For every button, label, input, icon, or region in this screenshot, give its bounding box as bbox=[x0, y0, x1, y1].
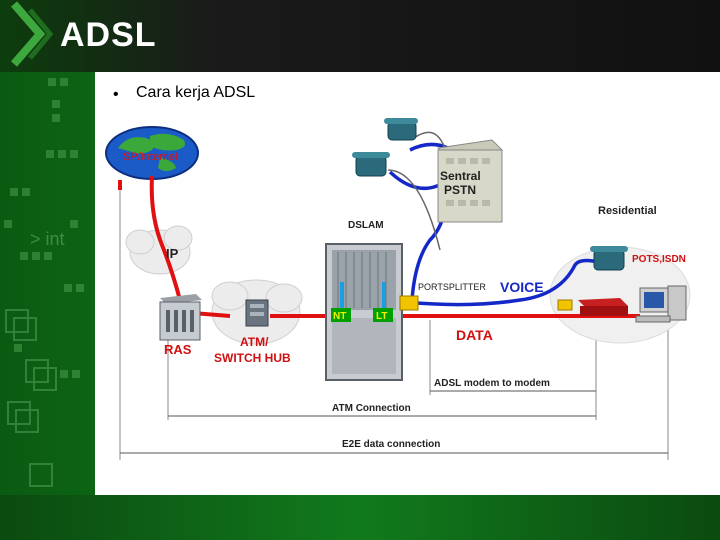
label-e2e-span: E2E data connection bbox=[342, 439, 440, 450]
svg-text:> int: > int bbox=[30, 229, 65, 249]
label-voice: VOICE bbox=[500, 279, 544, 295]
label-sentral-2: PSTN bbox=[444, 183, 476, 197]
decorative-pattern: > int bbox=[4, 78, 84, 487]
label-nt: NT bbox=[333, 311, 346, 322]
ras-server-icon bbox=[159, 294, 202, 341]
phone-icon bbox=[590, 246, 628, 271]
computer-icon bbox=[635, 285, 687, 323]
chevron-icon bbox=[10, 1, 54, 67]
label-pots: POTS,ISDN bbox=[632, 254, 686, 265]
lt-badge bbox=[373, 308, 393, 322]
label-lt: LT bbox=[376, 311, 387, 322]
footer-bar bbox=[0, 495, 720, 540]
bullet-marker: • bbox=[113, 86, 119, 103]
label-isp: ISP/Internet bbox=[120, 151, 178, 163]
label-adsl-span: ADSL modem to modem bbox=[434, 378, 550, 389]
phone-icon bbox=[352, 152, 390, 177]
splitter-icon bbox=[557, 299, 573, 311]
label-data: DATA bbox=[456, 327, 493, 343]
label-dslam: DSLAM bbox=[348, 220, 384, 231]
phone-icon bbox=[384, 118, 418, 141]
globe-icon bbox=[105, 126, 199, 180]
ip-cloud bbox=[125, 225, 193, 275]
slide-title: ADSL bbox=[60, 16, 157, 54]
splitter-icon bbox=[399, 295, 419, 311]
span-arrows bbox=[120, 390, 668, 454]
label-atm-span: ATM Connection bbox=[332, 403, 411, 414]
label-ras: RAS bbox=[164, 342, 192, 357]
bullet-text: Cara kerja ADSL bbox=[136, 84, 256, 101]
label-atm-line1: ATM/ bbox=[240, 335, 269, 349]
label-sentral-1: Sentral bbox=[440, 169, 481, 183]
label-ip: IP bbox=[166, 246, 179, 261]
label-port-splitter: PORTSPLITTER bbox=[418, 282, 486, 292]
atm-switch-icon bbox=[245, 299, 269, 327]
nt-badge bbox=[331, 308, 351, 322]
pstn-switch-icon bbox=[436, 139, 504, 223]
label-atm-line2: SWITCH HUB bbox=[214, 351, 291, 365]
label-residential: Residential bbox=[598, 205, 657, 217]
title-bar bbox=[0, 0, 720, 72]
modem-icon bbox=[578, 298, 628, 316]
